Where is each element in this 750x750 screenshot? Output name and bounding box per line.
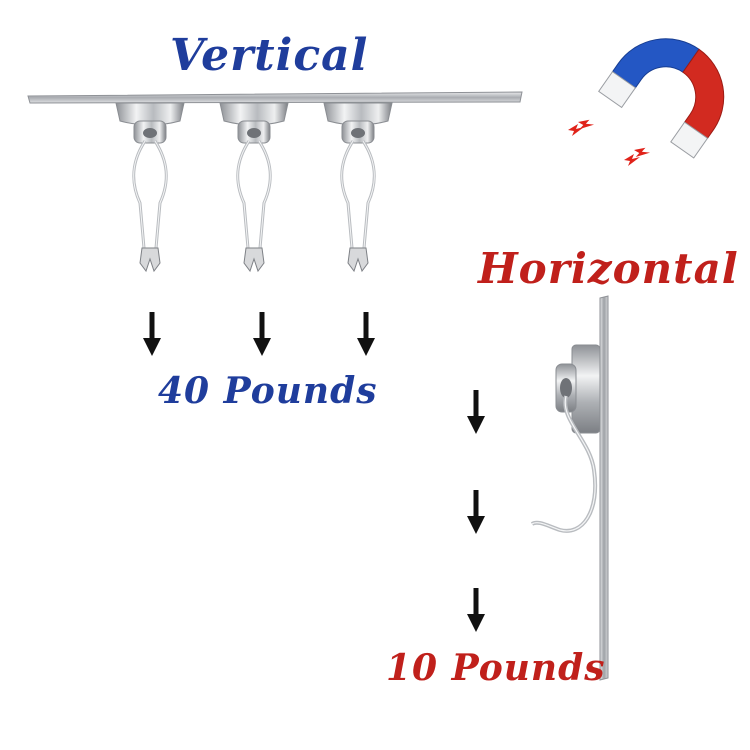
down-arrow-icon	[253, 312, 271, 356]
down-arrow-icon	[357, 312, 375, 356]
swivel-hook-icon	[530, 344, 601, 533]
magnet-field-icon	[568, 116, 652, 166]
swivel-hook-icon	[114, 101, 186, 273]
down-arrow-icon	[467, 588, 485, 632]
down-arrow-icon	[467, 490, 485, 534]
swivel-hook-icon	[322, 101, 394, 273]
vertical-title: Vertical	[170, 30, 369, 81]
swivel-hook-icon	[218, 101, 290, 273]
down-arrow-icon	[143, 312, 161, 356]
horizontal-load-label: 10 Pounds	[386, 647, 606, 689]
down-arrow-icon	[467, 390, 485, 434]
horizontal-title: Horizontal	[478, 244, 739, 293]
ceiling-plate	[27, 91, 523, 104]
vertical-load-label: 40 Pounds	[158, 370, 378, 412]
wall-plate	[599, 295, 609, 681]
horseshoe-magnet-icon	[598, 38, 725, 159]
